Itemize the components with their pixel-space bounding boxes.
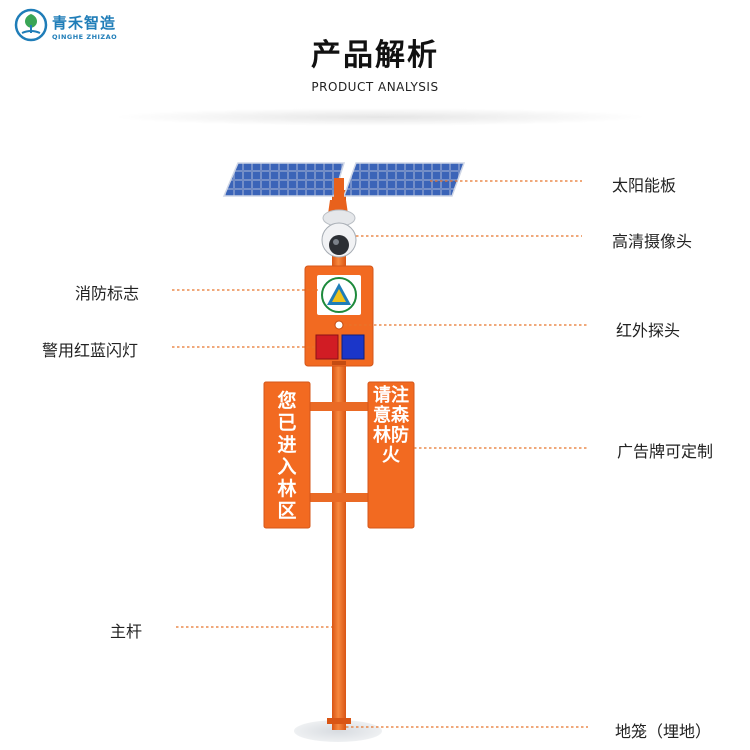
brand-name-en: QINGHE ZHIZAO	[52, 33, 118, 41]
callout-hd-camera: 高清摄像头	[612, 232, 693, 251]
brand-name: 青禾智造	[52, 14, 117, 32]
solar-panel-left	[222, 162, 346, 197]
ground-base	[294, 720, 382, 742]
solar-panel-right	[342, 162, 466, 197]
page-title: 产品解析	[311, 38, 439, 73]
red-flash-light	[315, 334, 339, 360]
sign-left-text: 您已进入林区	[277, 390, 297, 522]
page-subtitle: PRODUCT ANALYSIS	[311, 80, 439, 94]
callout-ground-cage: 地笼（埋地）	[615, 722, 712, 741]
infrared-probe	[334, 320, 344, 330]
pole-flange	[327, 718, 351, 724]
tree-logo-icon	[14, 8, 48, 42]
crossbar-lower	[290, 493, 372, 502]
callout-solar-panel: 太阳能板	[612, 176, 677, 195]
callout-main-pole: 主杆	[110, 622, 143, 641]
callout-police-lights: 警用红蓝闪灯	[42, 341, 139, 360]
sign-right-text: 请注意森林防火	[373, 385, 409, 466]
sign-board-right	[367, 381, 415, 529]
equipment-box	[304, 265, 374, 367]
solar-panels	[222, 162, 466, 200]
callout-infrared-probe: 红外探头	[616, 321, 681, 340]
blue-flash-light	[341, 334, 365, 360]
dome-camera	[321, 200, 357, 258]
brand-logo: 青禾智造 QINGHE ZHIZAO	[14, 8, 134, 44]
panel-bracket	[334, 178, 344, 200]
callout-fire-sign: 消防标志	[75, 284, 140, 303]
divider-shadow	[110, 108, 650, 126]
sign-board-left	[263, 381, 311, 529]
callout-custom-billboard: 广告牌可定制	[617, 442, 714, 461]
crossbar-upper	[290, 402, 372, 411]
